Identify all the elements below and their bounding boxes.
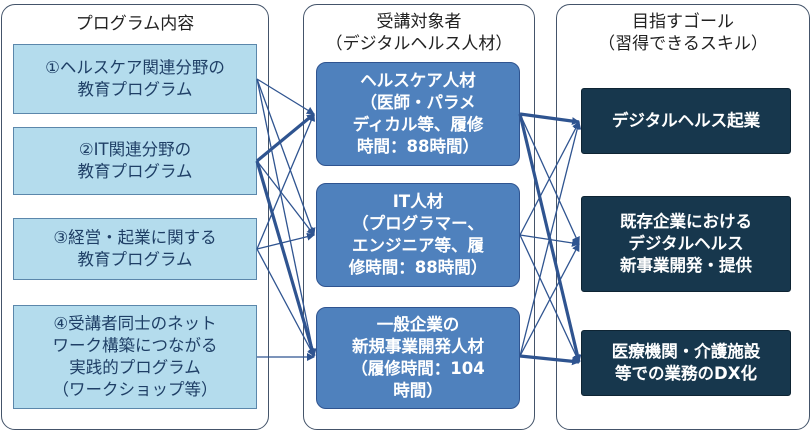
program-healthcare: ①ヘルスケア関連分野の 教育プログラム: [13, 44, 257, 114]
target-healthcare-staff: ヘルスケア人材 （医師・パラメ ディカル等、履修 時間：88時間）: [316, 62, 520, 166]
goal-digital-health-startup: デジタルヘルス起業: [581, 88, 791, 154]
target-business-dev-staff: 一般企業の 新規事業開発人材 （履修時間：104 時間）: [316, 307, 520, 409]
goal-new-business-development: 既存企業における デジタルヘルス 新事業開発・提供: [581, 196, 791, 292]
goal-medical-dx: 医療機関・介護施設 等での業務のDX化: [581, 330, 791, 396]
program-it: ②IT関連分野の 教育プログラム: [13, 127, 257, 195]
targets-title: 受講対象者 （デジタルヘルス人材）: [325, 12, 513, 54]
programs-title: プログラム内容: [75, 14, 195, 34]
program-workshop: ④受講者同士のネット ワーク構築につながる 実践的プログラム （ワークショップ等…: [13, 305, 257, 409]
target-it-staff: IT人材 （プログラマー、 エンジニア等、履 修時間：88時間）: [316, 183, 520, 287]
goals-title: 目指すゴール （習得できるスキル）: [598, 12, 768, 54]
program-business: ③経営・起業に関する 教育プログラム: [13, 218, 257, 280]
